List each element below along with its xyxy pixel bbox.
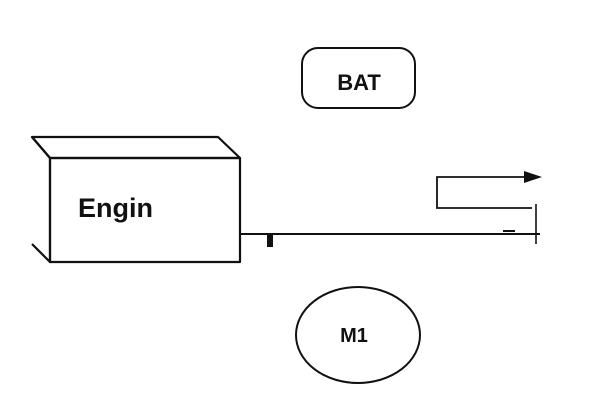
engine-front-face (48, 156, 242, 264)
engine-top-face (30, 135, 242, 160)
arrow-head-icon (524, 171, 542, 183)
engine-side-face (31, 136, 52, 264)
battery-box (301, 47, 416, 109)
signal-path (436, 176, 532, 209)
engine-block (30, 135, 242, 264)
motor-ellipse (295, 286, 421, 384)
engine-label: Engin (78, 193, 153, 223)
shaft-tick-left (267, 235, 273, 247)
battery-label: BAT (337, 70, 381, 95)
signal-path-line (436, 176, 532, 209)
motor-label: M1 (340, 325, 368, 347)
